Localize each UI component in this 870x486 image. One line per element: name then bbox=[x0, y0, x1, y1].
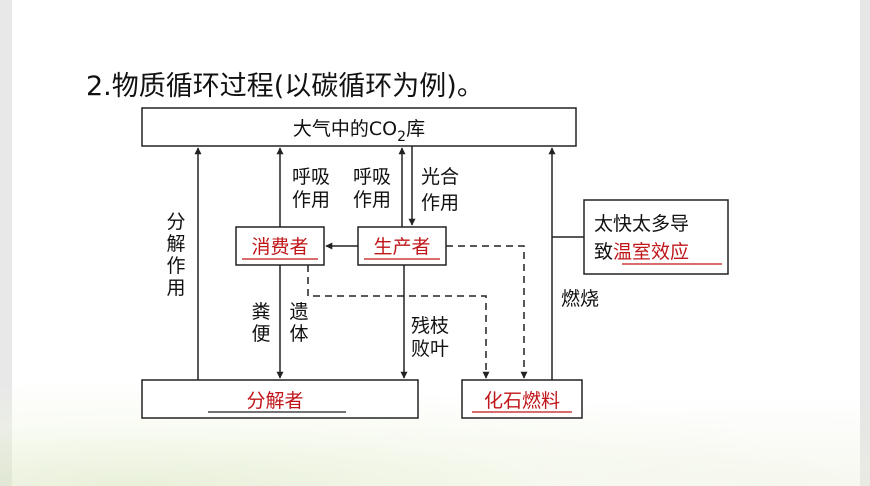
atmosphere-co2-box: 大气中的CO2库 bbox=[141, 107, 577, 147]
svg-text:作用: 作用 bbox=[421, 192, 459, 214]
note-line-2: 致 bbox=[594, 241, 613, 263]
svg-text:解: 解 bbox=[166, 233, 185, 255]
producer-respiration-label: 呼吸 作用 bbox=[353, 166, 391, 211]
left-frame-bar bbox=[0, 0, 12, 486]
combustion-label: 燃烧 bbox=[561, 288, 599, 310]
producer-to-fossil-dashed-arrow bbox=[446, 245, 528, 379]
svg-text:体: 体 bbox=[289, 323, 308, 345]
svg-text:呼吸: 呼吸 bbox=[292, 166, 330, 188]
consumer-box: 消费者 bbox=[235, 226, 325, 266]
svg-text:遗: 遗 bbox=[289, 301, 308, 323]
svg-text:粪: 粪 bbox=[251, 301, 270, 323]
decomposer-label: 分解者 bbox=[246, 390, 303, 412]
feces-label: 粪 便 bbox=[251, 301, 270, 345]
page-title: 2.物质循环过程(以碳循环为例)。 bbox=[86, 71, 484, 102]
note-line-1: 太快太多导 bbox=[594, 213, 689, 235]
consumer-to-fossil-dashed-arrow bbox=[307, 265, 490, 379]
greenhouse-effect-label: 温室效应 bbox=[613, 241, 689, 263]
remains-label: 遗 体 bbox=[289, 301, 308, 345]
svg-text:作用: 作用 bbox=[353, 189, 391, 211]
photosynthesis-label: 光合 作用 bbox=[421, 166, 459, 214]
greenhouse-note-box: 太快太多导 致温室效应 bbox=[583, 199, 729, 275]
svg-text:用: 用 bbox=[166, 277, 185, 299]
svg-text:作: 作 bbox=[166, 255, 185, 277]
svg-text:作用: 作用 bbox=[292, 189, 330, 211]
svg-text:便: 便 bbox=[251, 323, 270, 345]
svg-text:败叶: 败叶 bbox=[411, 338, 449, 360]
litter-label: 残枝 败叶 bbox=[411, 315, 449, 360]
atmosphere-label-end: 库 bbox=[406, 118, 425, 140]
atmosphere-label: 大气中的CO bbox=[293, 118, 397, 140]
svg-text:大气中的CO2库: 大气中的CO2库 bbox=[293, 118, 425, 145]
svg-text:光合: 光合 bbox=[421, 166, 459, 188]
right-frame-bar bbox=[860, 0, 870, 486]
svg-text:残枝: 残枝 bbox=[411, 315, 449, 337]
svg-text:分: 分 bbox=[166, 211, 185, 233]
fossil-fuel-label: 化石燃料 bbox=[484, 390, 560, 412]
consumer-label: 消费者 bbox=[251, 236, 308, 258]
fossil-fuel-box: 化石燃料 bbox=[461, 379, 583, 419]
consumer-respiration-label: 呼吸 作用 bbox=[292, 166, 330, 211]
producer-box: 生产者 bbox=[357, 226, 447, 266]
decomposer-box: 分解者 bbox=[141, 379, 419, 419]
producer-label: 生产者 bbox=[373, 236, 430, 258]
decompose-label: 分 解 作 用 bbox=[166, 211, 185, 299]
svg-text:致温室效应: 致温室效应 bbox=[594, 241, 689, 263]
atmosphere-subscript: 2 bbox=[397, 129, 406, 145]
svg-text:呼吸: 呼吸 bbox=[353, 166, 391, 188]
